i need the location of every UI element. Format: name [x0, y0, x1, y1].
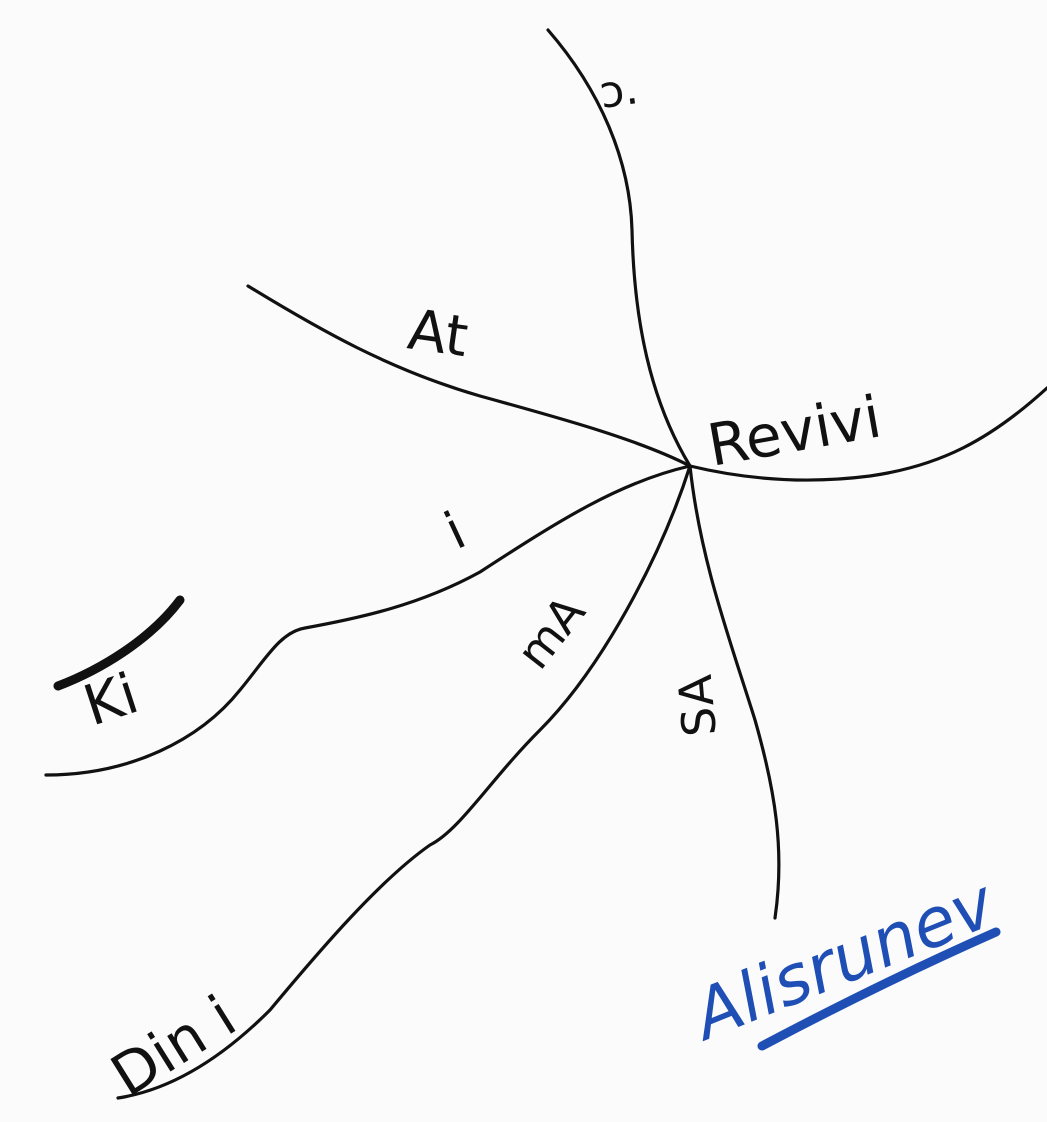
branch-right: [688, 386, 1047, 482]
branch-top: [546, 28, 692, 468]
signature-underline: [757, 927, 1001, 1051]
signature-text: Alisrunev: [679, 863, 1007, 1057]
branch-lower-right: [688, 464, 781, 920]
branch-left: [44, 464, 692, 777]
branch-upper-left: [246, 284, 692, 468]
label-bottom-left: Din i: [99, 982, 247, 1110]
ki-overline: [53, 595, 185, 691]
label-lower-mid: mA: [506, 585, 596, 679]
label-upper-left: At: [404, 297, 472, 370]
label-top: ɔ.: [596, 63, 641, 119]
label-lower-right: SA: [668, 672, 727, 739]
label-left-mid: i: [436, 501, 474, 561]
label-right: Revivi: [703, 383, 886, 480]
branch-lower-left: [116, 464, 692, 1100]
